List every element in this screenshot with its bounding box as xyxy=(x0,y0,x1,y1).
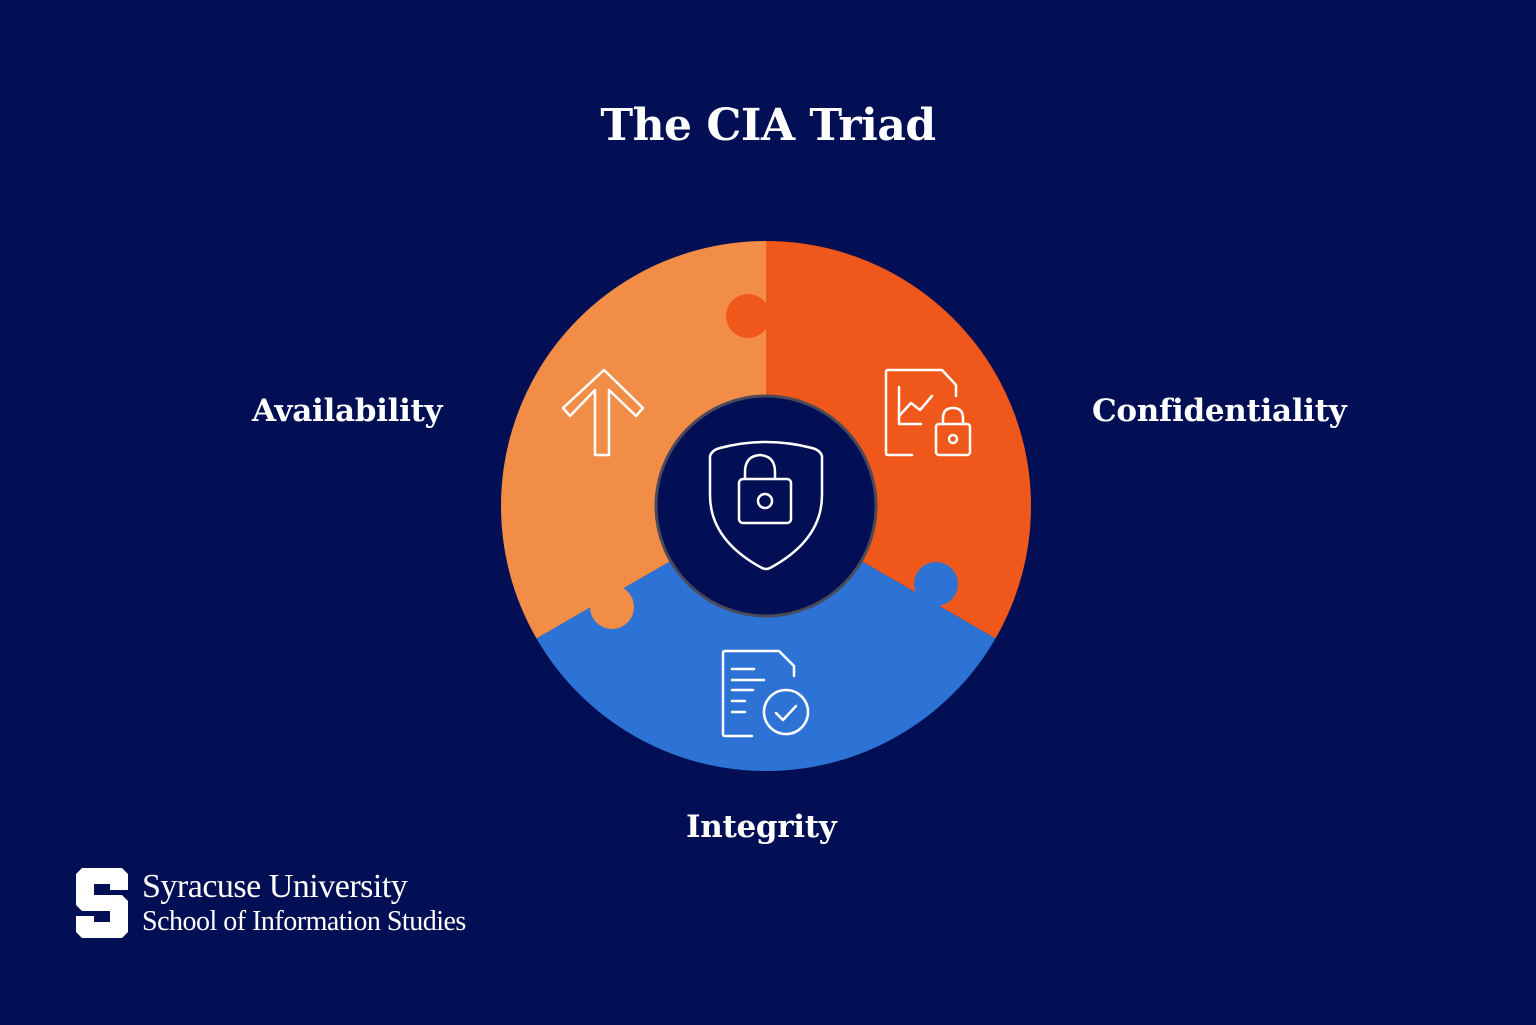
label-integrity: Integrity xyxy=(686,809,837,845)
logo-school-name: School of Information Studies xyxy=(142,906,466,937)
document-check-icon xyxy=(721,649,810,738)
logo-university-name: Syracuse University xyxy=(142,868,408,905)
chart-document-lock-icon xyxy=(884,368,972,457)
page-title: The CIA Triad xyxy=(600,100,936,151)
center-circle xyxy=(654,394,878,618)
label-confidentiality: Confidentiality xyxy=(1092,393,1347,429)
arrow-up-icon xyxy=(561,368,645,457)
shield-unlocked-padlock-icon xyxy=(708,440,824,571)
segment-integrity xyxy=(536,506,996,772)
label-availability: Availability xyxy=(252,393,443,429)
block-s-logo-icon xyxy=(76,868,128,938)
syracuse-university-logo: Syracuse University School of Informatio… xyxy=(76,868,466,938)
